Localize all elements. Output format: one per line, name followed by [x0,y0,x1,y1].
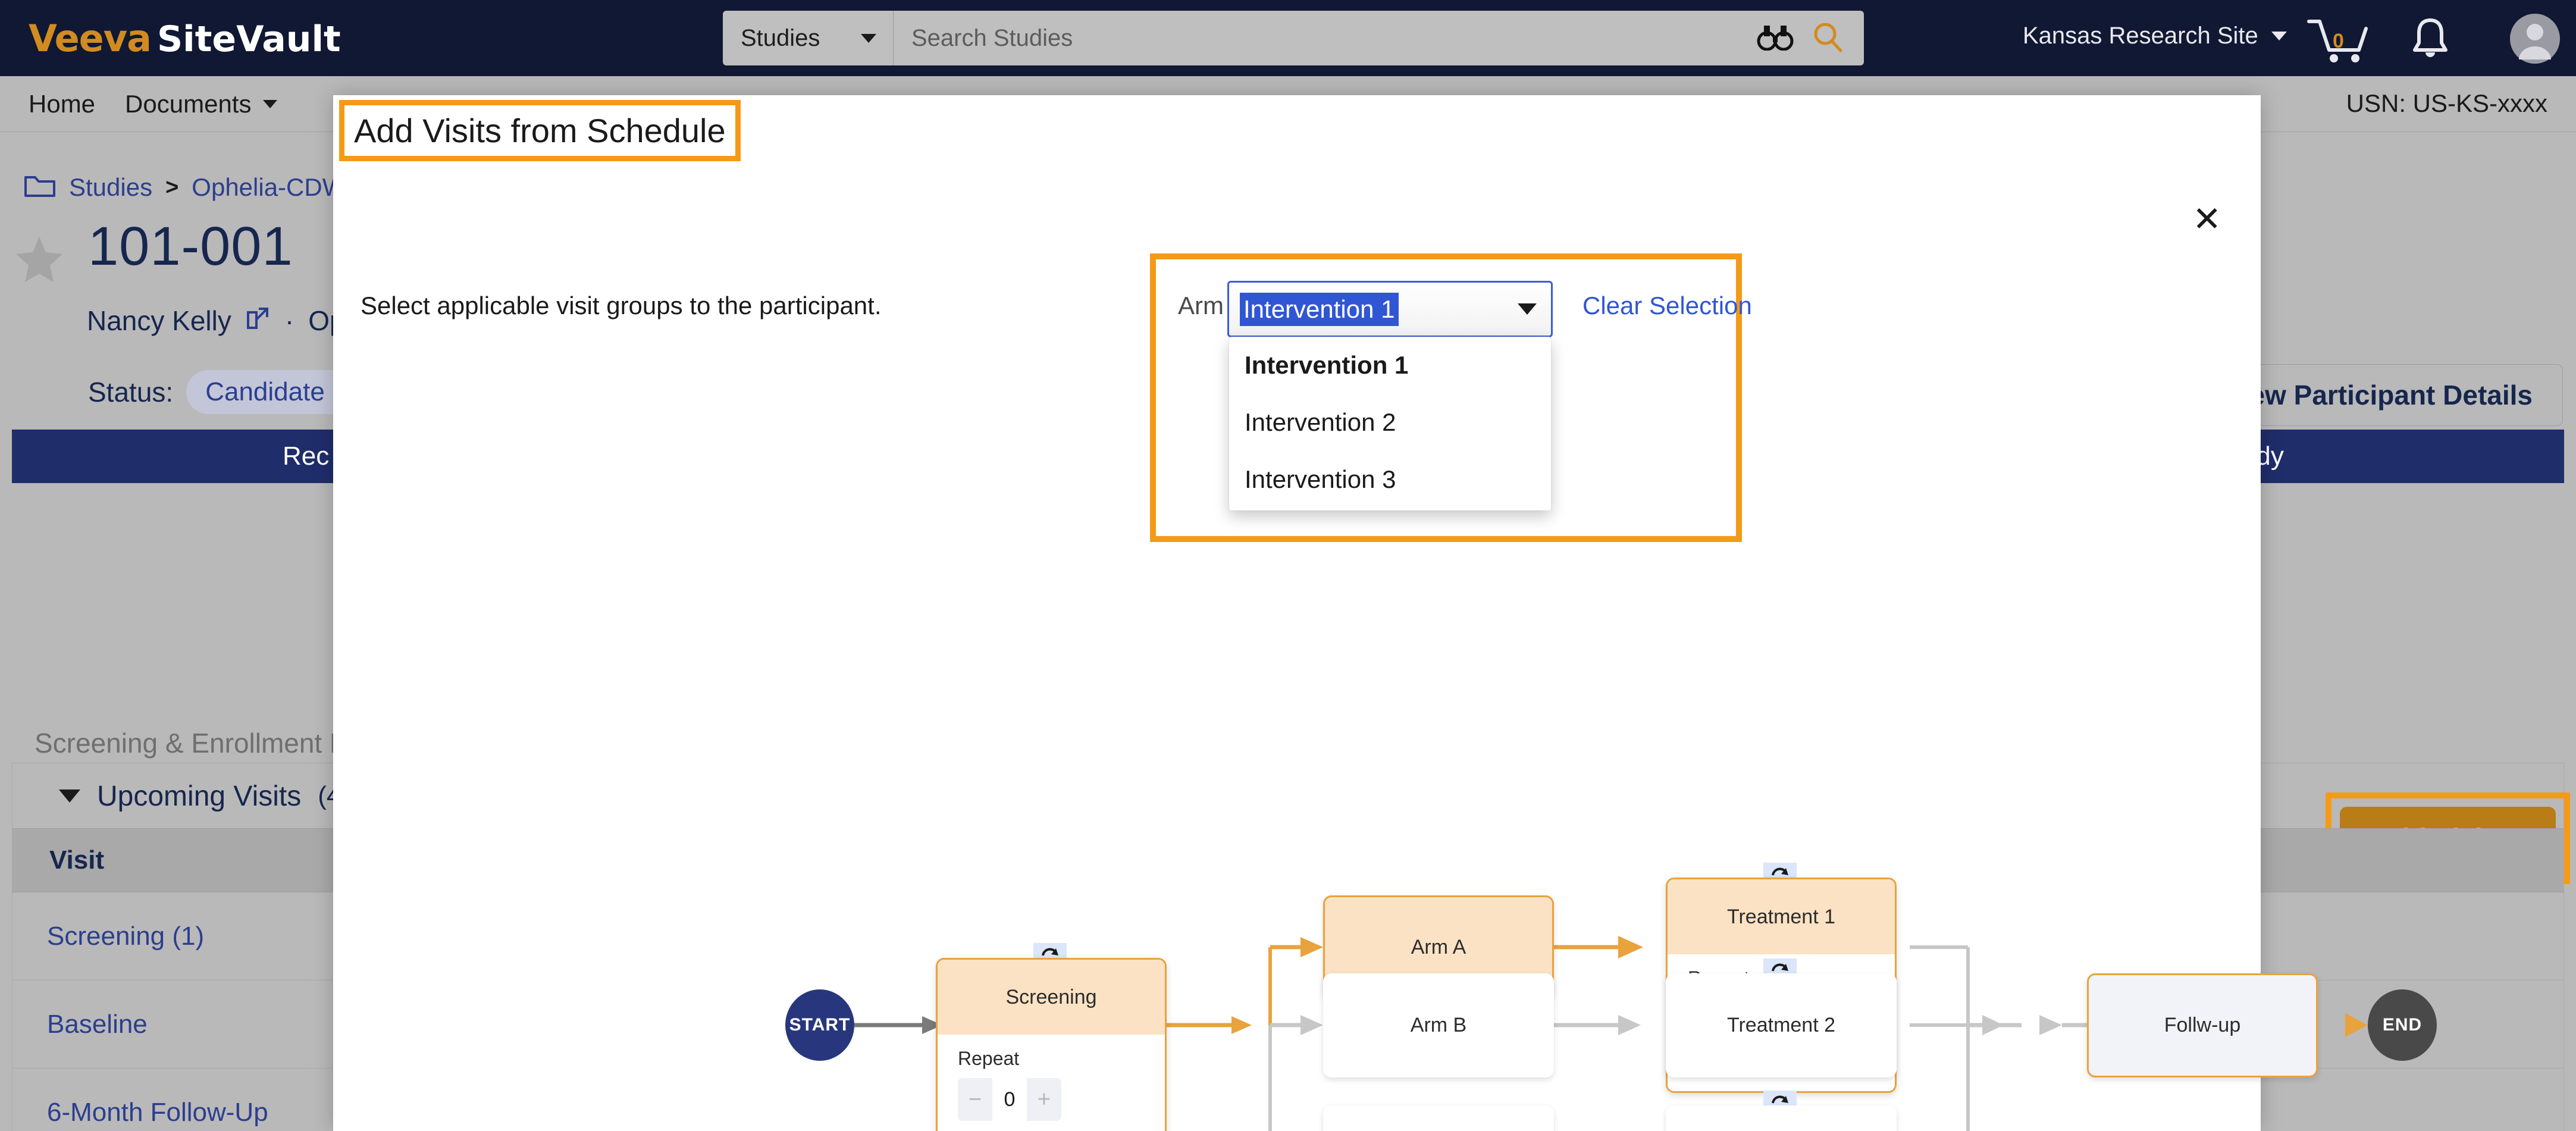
visit-link[interactable]: 6-Month Follow-Up [47,1097,268,1127]
flow-node-treatment-3[interactable]: Treatment 3 [1666,1105,1897,1131]
search-scope-label: Studies [741,24,820,51]
arm-select-value: Intervention 1 [1240,292,1399,326]
increment-button[interactable]: + [1027,1078,1061,1121]
participant-subtitle: Nancy Kelly · Oph [87,305,360,337]
nav-item-label: Documents [125,89,252,118]
notifications-button[interactable] [2409,15,2451,65]
status-row: Status: Candidate [88,370,372,414]
site-name-label: Kansas Research Site [2023,23,2258,49]
favorite-star-icon[interactable] [13,234,65,287]
chevron-down-icon [861,33,876,43]
nav-item-label: Home [29,89,96,118]
cart-button[interactable]: 0 [2305,18,2371,66]
nav-item-documents[interactable]: Documents [125,89,278,118]
add-visits-modal: Add Visits from Schedule ✕ Select applic… [333,95,2437,1131]
brand-sitevault-text: SiteVault [156,18,341,60]
arm-select[interactable]: Intervention 1 [1227,281,1553,337]
chevron-down-icon [1518,303,1537,315]
clear-selection-link[interactable]: Clear Selection [1582,292,1752,319]
arm-option-label: Intervention 3 [1245,465,1396,493]
search-scope-dropdown[interactable]: Studies [723,11,894,65]
arm-options-dropdown: Intervention 1 Intervention 2 Interventi… [1229,337,1551,510]
breadcrumb: Studies > Ophelia-CDW [24,171,346,203]
tab-record[interactable]: Rec [283,441,330,471]
chevron-down-icon[interactable] [59,789,80,803]
modal-title: Add Visits from Schedule [354,112,726,149]
page-title: 101-001 [88,216,293,277]
node-title: Follw-up [2164,1014,2241,1036]
arm-option-intervention-1[interactable]: Intervention 1 [1229,337,1551,394]
subtitle-separator: · [284,305,294,336]
chevron-down-icon [2271,32,2287,40]
cart-count-badge: 0 [2333,30,2344,52]
node-body: Repeat − 0 + 2 of 2 applied [938,1035,1165,1131]
node-title: Arm B [1410,1014,1467,1036]
arm-field-label: Arm [1178,292,1224,319]
search-icon[interactable] [1812,21,1844,56]
avatar[interactable] [2509,13,2561,67]
modal-instruction-text: Select applicable visit groups to the pa… [361,292,882,319]
visit-link[interactable]: Screening (1) [47,921,205,951]
column-header-visit: Visit [49,845,105,875]
chevron-down-icon [263,99,278,108]
close-icon[interactable]: ✕ [2192,200,2221,239]
flow-node-end: END [2368,989,2437,1061]
flow-node-treatment-2[interactable]: Treatment 2 [1666,973,1897,1077]
search-icon-group [1757,11,1864,65]
start-label: START [789,1015,851,1035]
visit-schedule-flowchart: START Screening Repeat − 0 + [333,631,2437,1131]
breadcrumb-root-link[interactable]: Studies [69,173,153,201]
node-title: Arm A [1411,936,1466,958]
modal-title-highlight: Add Visits from Schedule [339,100,741,161]
section-title: Screening & Enrollment De [35,728,365,759]
repeat-stepper: − 0 + [958,1078,1061,1121]
upcoming-visits-header[interactable]: Upcoming Visits (4) [12,763,2564,829]
breadcrumb-current-link[interactable]: Ophelia-CDW [192,173,346,201]
binoculars-icon[interactable] [1757,23,1794,54]
search-placeholder-text: Search Studies [911,24,1073,51]
participant-name-link[interactable]: Nancy Kelly [87,305,231,336]
arm-option-intervention-3[interactable]: Intervention 3 [1229,451,1551,508]
nav-item-home[interactable]: Home [29,90,95,118]
arm-option-label: Intervention 1 [1245,351,1409,379]
table-row[interactable]: 6-Month Follow-Up [12,1069,2564,1131]
status-value: Candidate [205,377,325,406]
repeat-value[interactable]: 0 [992,1078,1027,1121]
breadcrumb-separator: > [165,174,179,200]
upcoming-visits-label: Upcoming Visits [97,780,302,812]
flow-node-arm-c[interactable]: Arm C [1323,1105,1554,1131]
flow-node-followup[interactable]: Follw-up [2087,973,2318,1077]
node-title: Treatment 2 [1726,1014,1836,1036]
flow-connectors [854,936,2087,1131]
top-header-bar: Veeva SiteVault Studies Search Studies [0,0,2576,76]
folder-icon [24,171,56,203]
decrement-button[interactable]: − [958,1078,992,1121]
external-link-icon[interactable] [246,305,271,337]
view-participant-details-button[interactable]: View Participant Details [2193,364,2563,426]
search-input[interactable]: Search Studies [894,11,1757,65]
brand-veeva-text: Veeva [29,16,152,60]
arm-option-intervention-2[interactable]: Intervention 2 [1229,394,1551,451]
flow-node-screening[interactable]: Screening Repeat − 0 + 2 of 2 applied [936,958,1167,1131]
brand-logo[interactable]: Veeva SiteVault [29,17,341,60]
flow-node-start: START [785,989,854,1061]
arm-selector-highlight [1150,253,1742,542]
arm-option-label: Intervention 2 [1245,408,1396,436]
site-selector[interactable]: Kansas Research Site [2023,23,2287,49]
visit-link[interactable]: Baseline [47,1009,148,1039]
status-label: Status: [88,377,174,408]
end-arrowhead [2345,1013,2368,1037]
usn-label: USN: US-KS-xxxx [2346,89,2547,117]
flow-node-arm-b[interactable]: Arm B [1323,973,1554,1077]
node-title: Treatment 1 [1668,879,1895,954]
end-label: END [2382,1015,2423,1035]
node-title: Screening [938,960,1165,1035]
repeat-label: Repeat [958,1048,1020,1069]
global-search-bar: Studies Search Studies [723,11,1864,65]
